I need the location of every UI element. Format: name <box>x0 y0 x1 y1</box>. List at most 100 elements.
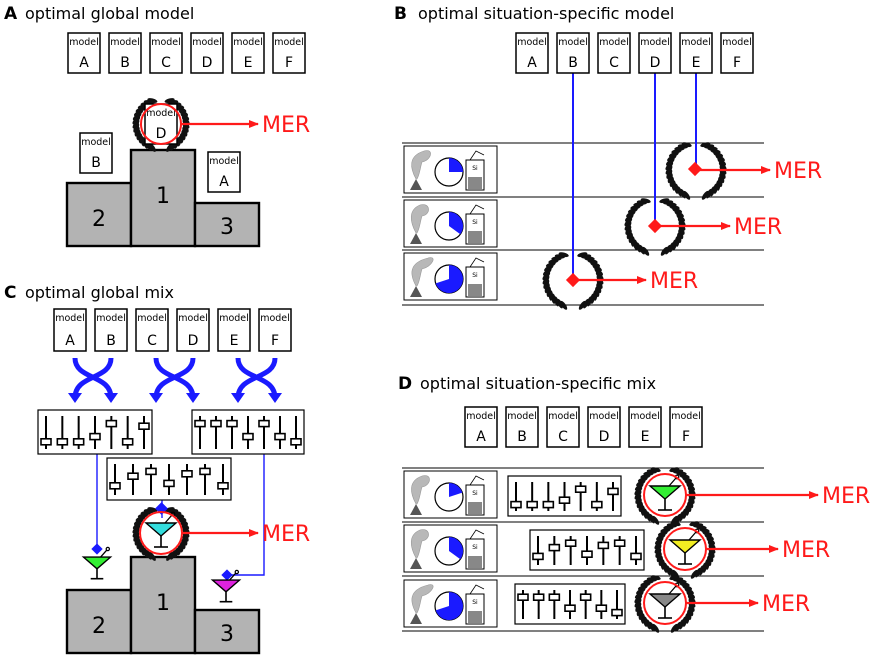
podium-third-label: 3 <box>220 622 234 647</box>
panel-b-situation-2: Si <box>403 199 498 248</box>
mixer-knob <box>242 432 254 441</box>
model-card-frame <box>464 406 498 448</box>
sensor-label: Si <box>472 219 478 226</box>
laurel-leaf <box>132 528 140 538</box>
laurel-leaf <box>708 552 714 563</box>
mixer-knob <box>145 467 157 476</box>
mixer-knob <box>564 539 577 548</box>
glass-straw <box>229 572 237 581</box>
smoke-plume-icon <box>411 584 434 614</box>
mixer-knob <box>510 500 522 509</box>
laurel-leaf <box>654 540 663 549</box>
mixer-knob <box>591 500 603 509</box>
mer-label: MER <box>262 522 310 547</box>
mixer-knob <box>181 469 193 478</box>
laurel-leaf <box>635 494 642 504</box>
panel-b-letter: B <box>394 4 407 24</box>
model-card-letter: F <box>271 333 279 349</box>
panel-b-laurel-d <box>624 198 686 256</box>
mixer-knob <box>163 479 175 488</box>
mixer-knob <box>579 593 592 602</box>
sensor-label: Si <box>472 165 478 172</box>
model-card-frame <box>679 32 713 74</box>
model-card-frame <box>258 308 292 352</box>
mixer-knob <box>630 552 642 561</box>
panel-d-title: optimal situation-specific mix <box>420 374 656 393</box>
panel-c-podium: 213 <box>65 555 261 655</box>
mixer-knob <box>532 552 544 561</box>
model-card-letter: A <box>79 55 89 71</box>
laurel-leaf <box>666 169 673 179</box>
laurel-leaf <box>655 548 662 558</box>
panel-a-letter: A <box>4 4 18 24</box>
cross-arrow-head <box>186 393 200 403</box>
panel-d-cocktail-yellow-icon <box>668 528 702 565</box>
panel-d-laurel-1 <box>634 467 696 525</box>
laurel-leaf <box>640 198 651 204</box>
laurel-leaf <box>688 602 695 612</box>
laurel-leaf <box>596 279 603 289</box>
panel-c-connector-right <box>231 454 265 576</box>
laurel-leaf <box>688 494 695 504</box>
model-card-letter: A <box>476 429 486 445</box>
model-card-frame <box>190 32 224 74</box>
panel-c-mixer-left <box>37 409 153 455</box>
model-card-word: model <box>630 411 660 422</box>
glass-straw <box>100 549 108 558</box>
model-card-letter: F <box>733 55 741 71</box>
podium-second <box>65 181 133 248</box>
panel-d-mixer-3 <box>514 583 626 625</box>
model-card-letter: B <box>91 155 101 171</box>
model-card-frame <box>720 32 754 74</box>
sensor-level <box>468 231 482 243</box>
model-card-frame <box>144 103 178 145</box>
model-card-letter: C <box>147 333 157 349</box>
panel-a-mer-arrow: MER <box>181 113 310 138</box>
model-card-letter: B <box>517 429 527 445</box>
podium-first <box>129 555 197 655</box>
laurel-leaf <box>625 225 632 235</box>
glass-bowl <box>668 539 702 554</box>
sensor-label: Si <box>472 599 478 606</box>
laurel-leaf <box>719 169 726 179</box>
mer-label: MER <box>762 592 810 617</box>
laurel-leaf <box>147 98 158 103</box>
laurel-leaf <box>688 498 694 509</box>
model-card-word: model <box>233 37 263 48</box>
mixer-knob <box>564 604 576 613</box>
diagram-layer: modelAmodelBmodelCmodelDmodelEmodelF213m… <box>37 32 870 655</box>
laurel-leaf <box>134 535 140 546</box>
laurel-leaf <box>164 98 175 103</box>
model-card-frame <box>505 406 539 448</box>
mixer-knob <box>548 593 561 602</box>
mixer-knob <box>138 422 150 431</box>
panel-b-marker-d <box>647 218 663 234</box>
glass-straw <box>668 477 677 487</box>
model-card-letter: D <box>188 333 199 349</box>
panel-c-crossing-arrows-ab <box>68 357 118 403</box>
model-card-letter: B <box>120 55 130 71</box>
mixer-knob <box>226 419 238 428</box>
cross-arrow-head <box>268 393 282 403</box>
model-card-frame <box>149 32 183 74</box>
model-card-word: model <box>81 137 111 148</box>
panel-c-second-cocktail-icon <box>81 546 113 580</box>
model-card-letter: C <box>558 429 568 445</box>
laurel-leaf <box>634 486 643 495</box>
sensor-level <box>468 177 482 189</box>
panel-d-situation-1: Si <box>403 470 498 519</box>
panel-c-heading: C optimal global mix <box>4 283 174 303</box>
pie-clock-fill <box>449 483 463 497</box>
laurel-leaf <box>635 602 642 612</box>
model-card-letter: C <box>161 55 171 71</box>
panel-d-situation-2: Si <box>403 524 498 573</box>
model-card-letter: B <box>568 55 578 71</box>
panel-c-winner-cocktail-icon <box>144 511 178 548</box>
panel-b-mer-arrow-e: MER <box>698 159 822 184</box>
model-card-word: model <box>151 37 181 48</box>
panel-a-title: optimal global model <box>25 4 194 23</box>
laurel-leaf <box>687 594 696 603</box>
